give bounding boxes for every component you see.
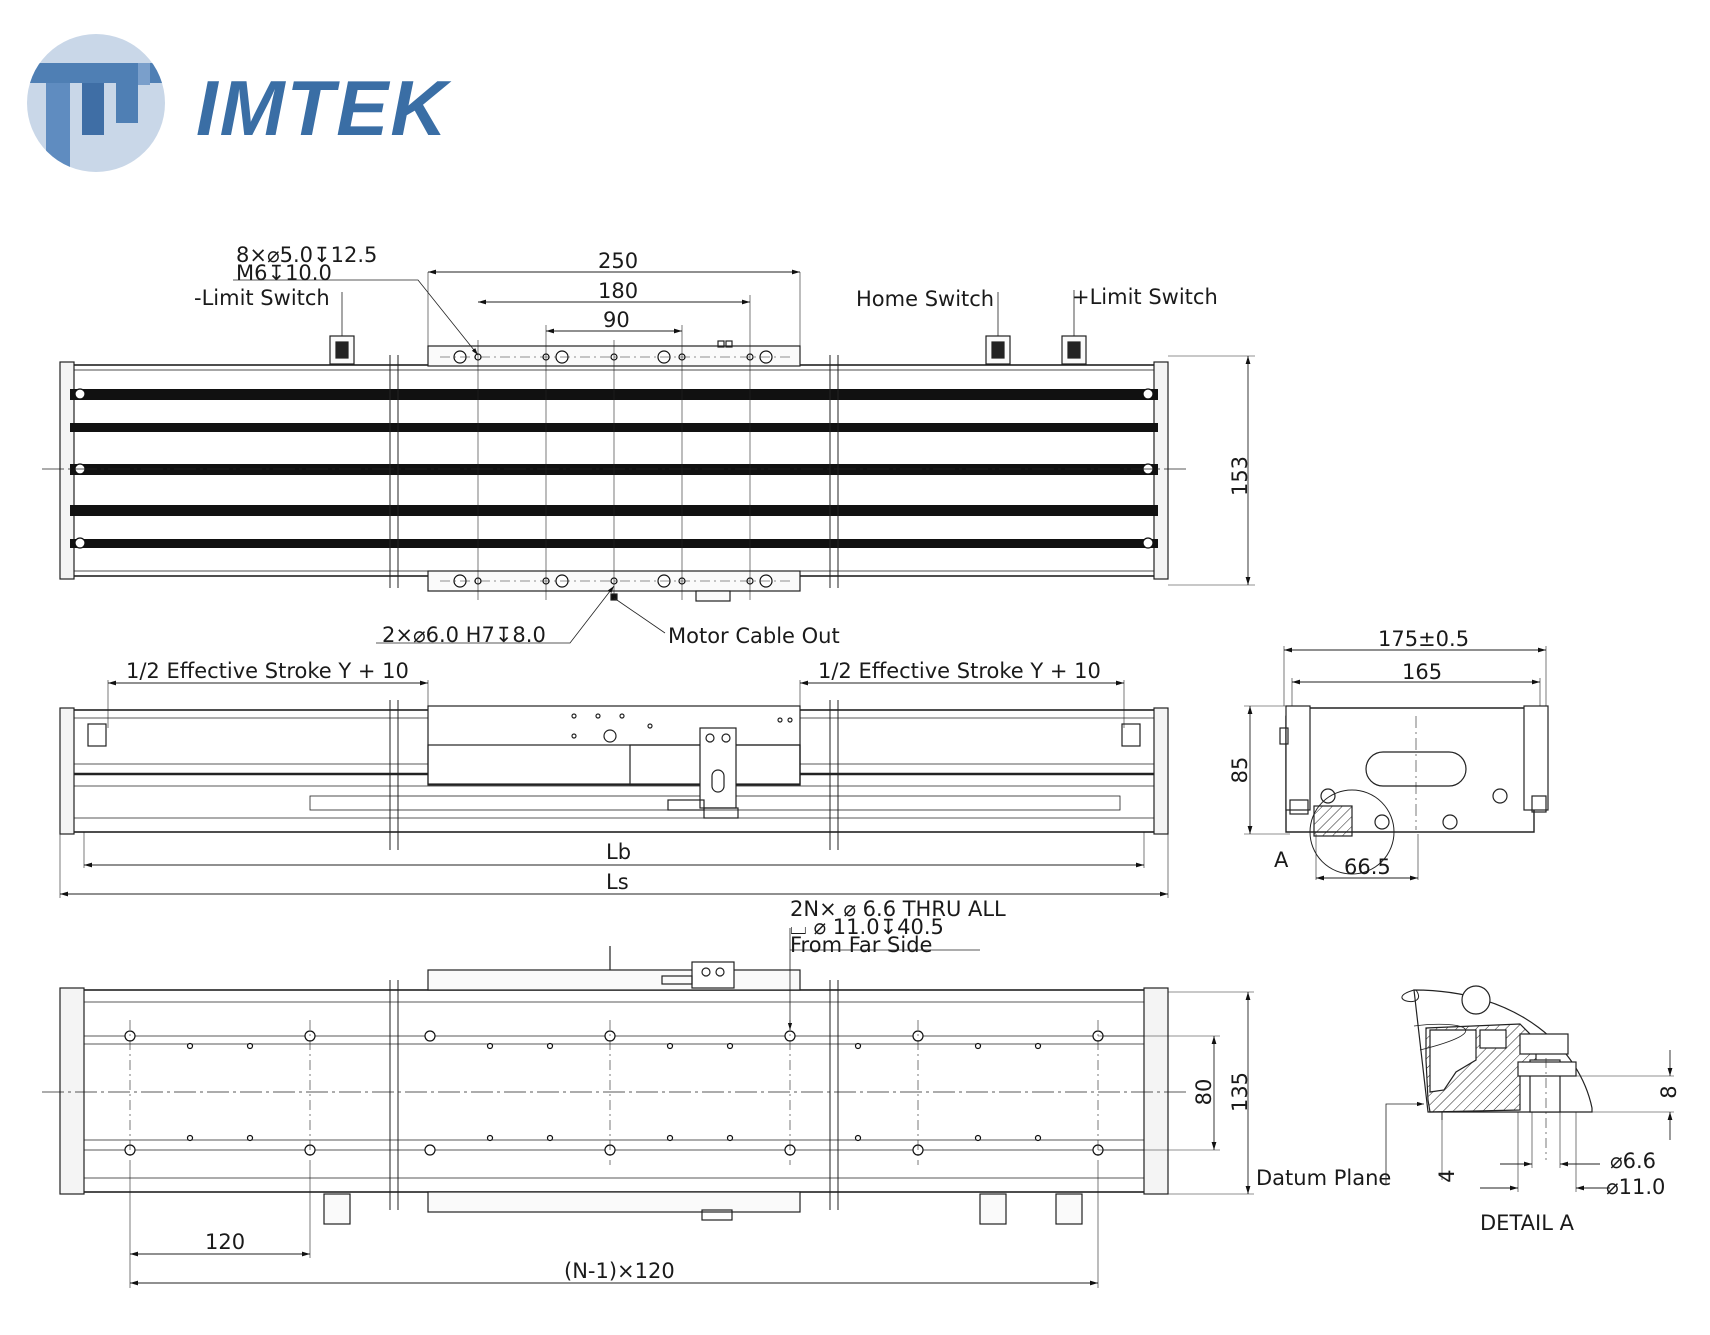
brand-name: IMTEK [196,64,452,152]
endplate-screws [74,388,1154,549]
detail-a-callout: A [1274,848,1289,872]
pin-spec-label: 2×⌀6.0 H7↧8.0 [382,623,546,647]
top-hole-spec-1: 8×⌀5.0↧12.5 [236,243,377,267]
end-view-labels: 175±0.5 165 85 66.5 A [1228,627,1469,879]
dim-ls: Ls [606,870,629,894]
minus-limit-switch-label: -Limit Switch [194,286,330,310]
dim-135: 135 [1228,1072,1252,1112]
mounting-holes [124,1030,1104,1156]
home-switch [985,335,1011,365]
dim-180: 180 [598,279,638,303]
top-view-labels: 8×⌀5.0↧12.5 M6↧10.0 -Limit Switch Home S… [194,243,1252,648]
plus-limit-switch-label: +Limit Switch [1072,285,1218,309]
dim-n-120: (N-1)×120 [564,1259,675,1283]
detail-a-view [1385,985,1674,1192]
motor-cable-label: Motor Cable Out [668,624,840,648]
dim-165: 165 [1402,660,1442,684]
side-view [59,680,1169,898]
detail-a-title: DETAIL A [1480,1211,1575,1235]
dim-153: 153 [1228,456,1252,496]
dim-250: 250 [598,249,638,273]
dim-66-5: 66.5 [1344,855,1391,879]
dim-80: 80 [1192,1079,1216,1106]
dim-175: 175±0.5 [1378,627,1469,651]
limit-switch-right [1061,335,1087,365]
top-view [42,269,1255,644]
side-view-labels: 1/2 Effective Stroke Y + 10 1/2 Effectiv… [126,659,1101,894]
bottom-hole-spec-1: 2N× ⌀ 6.6 THRU ALL [790,897,1006,921]
home-switch-label: Home Switch [856,287,994,311]
dim-lb: Lb [606,840,631,864]
dim-4: 4 [1435,1169,1459,1182]
top-hole-spec-2: M6↧10.0 [236,261,332,285]
bottom-view [42,928,1254,1288]
dim-hole: ⌀6.6 [1610,1149,1656,1173]
dim-120: 120 [205,1230,245,1254]
dim-cbore: ⌀11.0 [1606,1175,1665,1199]
stroke-left-label: 1/2 Effective Stroke Y + 10 [126,659,409,683]
end-view [1244,646,1549,881]
bottom-hole-spec-3: From Far Side [790,933,932,957]
imtek-logo: IMTEK [27,34,452,172]
stroke-right-label: 1/2 Effective Stroke Y + 10 [818,659,1101,683]
dim-90: 90 [603,308,630,332]
datum-plane-label: Datum Plane [1256,1166,1391,1190]
bottom-view-labels: 2N× ⌀ 6.6 THRU ALL ⌴ ⌀ 11.0↧40.5 From Fa… [205,897,1391,1283]
detail-a-labels: 8 4 ⌀6.6 ⌀11.0 DETAIL A [1435,1085,1681,1235]
dim-8: 8 [1657,1085,1681,1098]
bottom-hole-spec-2: ⌴ ⌀ 11.0↧40.5 [790,915,944,939]
dim-85: 85 [1228,757,1252,784]
limit-switch-left [329,335,355,365]
